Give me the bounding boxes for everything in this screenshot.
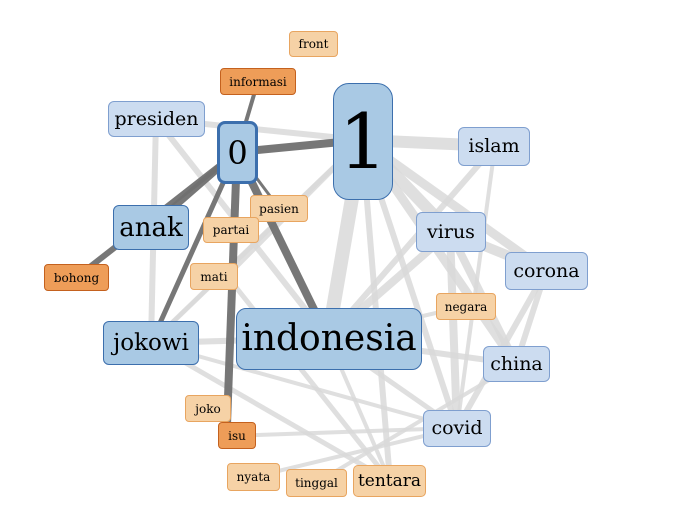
node-0: 0: [217, 121, 258, 184]
node-isu: isu: [218, 422, 256, 449]
edge-isu-covid: [229, 426, 458, 438]
node-pasien: pasien: [250, 195, 308, 222]
node-1-label: 1: [338, 96, 388, 186]
node-nyata-label: nyata: [236, 470, 271, 484]
edge-islam-covid: [455, 145, 497, 429]
node-0-label: 0: [227, 133, 248, 172]
node-presiden: presiden: [108, 101, 205, 137]
node-corona-label: corona: [513, 259, 580, 282]
node-corona: corona: [505, 252, 588, 290]
node-tinggal: tinggal: [286, 469, 347, 497]
node-anak-label: anak: [119, 212, 183, 243]
node-jokowi-label: jokowi: [113, 329, 189, 356]
edge-jokowi-tentara: [149, 340, 392, 484]
edge-tinggal-china: [314, 362, 518, 485]
node-negara-label: negara: [444, 299, 488, 314]
node-front-label: front: [298, 37, 329, 51]
node-joko-label: joko: [195, 401, 221, 416]
edge-virus-covid: [446, 231, 461, 429]
node-negara: negara: [436, 293, 496, 320]
node-covid-label: covid: [431, 417, 483, 439]
node-tentara-label: tentara: [357, 470, 422, 491]
node-anak: anak: [113, 205, 189, 250]
node-jokowi: jokowi: [103, 321, 199, 365]
node-china: china: [483, 346, 550, 382]
node-partai-label: partai: [212, 223, 250, 237]
node-indonesia-label: indonesia: [241, 318, 417, 359]
node-mati-label: mati: [200, 269, 228, 284]
node-front: front: [289, 31, 338, 57]
node-indonesia: indonesia: [236, 308, 422, 370]
node-covid: covid: [423, 410, 491, 447]
node-tentara: tentara: [353, 465, 426, 497]
node-partai: partai: [203, 217, 259, 243]
node-joko: joko: [185, 395, 231, 422]
node-china-label: china: [490, 352, 543, 375]
edge-islam-indonesia: [325, 144, 498, 340]
node-isu-label: isu: [228, 428, 246, 443]
node-presiden-label: presiden: [114, 107, 199, 130]
node-1: 1: [333, 83, 393, 200]
node-virus-label: virus: [427, 220, 475, 243]
node-virus: virus: [416, 212, 486, 252]
node-informasi: informasi: [220, 68, 296, 95]
edge-jokowi-covid: [150, 341, 458, 430]
node-nyata: nyata: [227, 463, 280, 491]
node-islam: islam: [458, 127, 530, 166]
node-tinggal-label: tinggal: [295, 476, 338, 490]
node-bohong-label: bohong: [53, 270, 100, 285]
node-bohong: bohong: [44, 264, 109, 291]
node-pasien-label: pasien: [259, 201, 299, 216]
node-islam-label: islam: [468, 135, 520, 157]
node-mati: mati: [190, 263, 238, 290]
node-informasi-label: informasi: [229, 74, 287, 89]
